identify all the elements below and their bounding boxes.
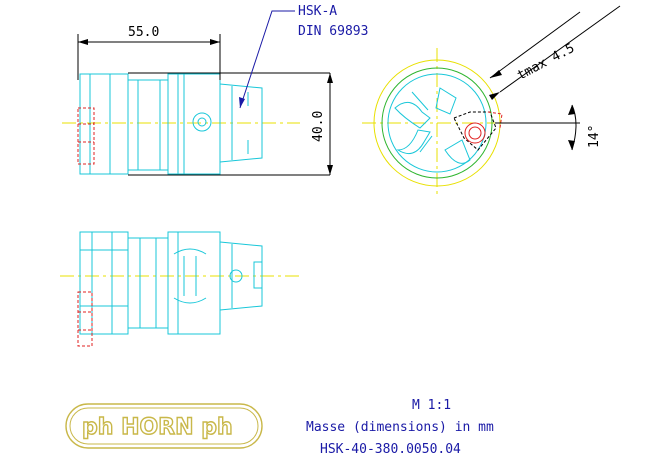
dimension-diameter: 40.0 [311,73,333,175]
diameter-value: 40.0 [311,111,326,142]
angle-value: 14° [587,125,602,148]
dimension-length: 55.0 [77,25,221,80]
side-view-bottom [60,231,300,347]
part-number: HSK-40-380.0050.04 [320,442,461,457]
hsk-callout: HSK-A DIN 69893 [239,4,368,109]
callout-line1: HSK-A [298,4,337,19]
side-view-top [62,72,330,176]
scale-label: M 1:1 [412,398,451,413]
dimension-tmax: tmax 4.5 [489,5,621,100]
title-block: M 1:1 Masse (dimensions) in mm HSK-40-38… [306,398,494,457]
logo-text: ph HORN ph [82,415,233,440]
length-value: 55.0 [128,25,159,40]
callout-line2: DIN 69893 [298,24,368,39]
dimension-angle: 14° [495,104,602,151]
horn-logo: ph HORN ph [65,403,263,449]
units-label: Masse (dimensions) in mm [306,420,494,435]
tmax-value: tmax 4.5 [515,41,577,84]
